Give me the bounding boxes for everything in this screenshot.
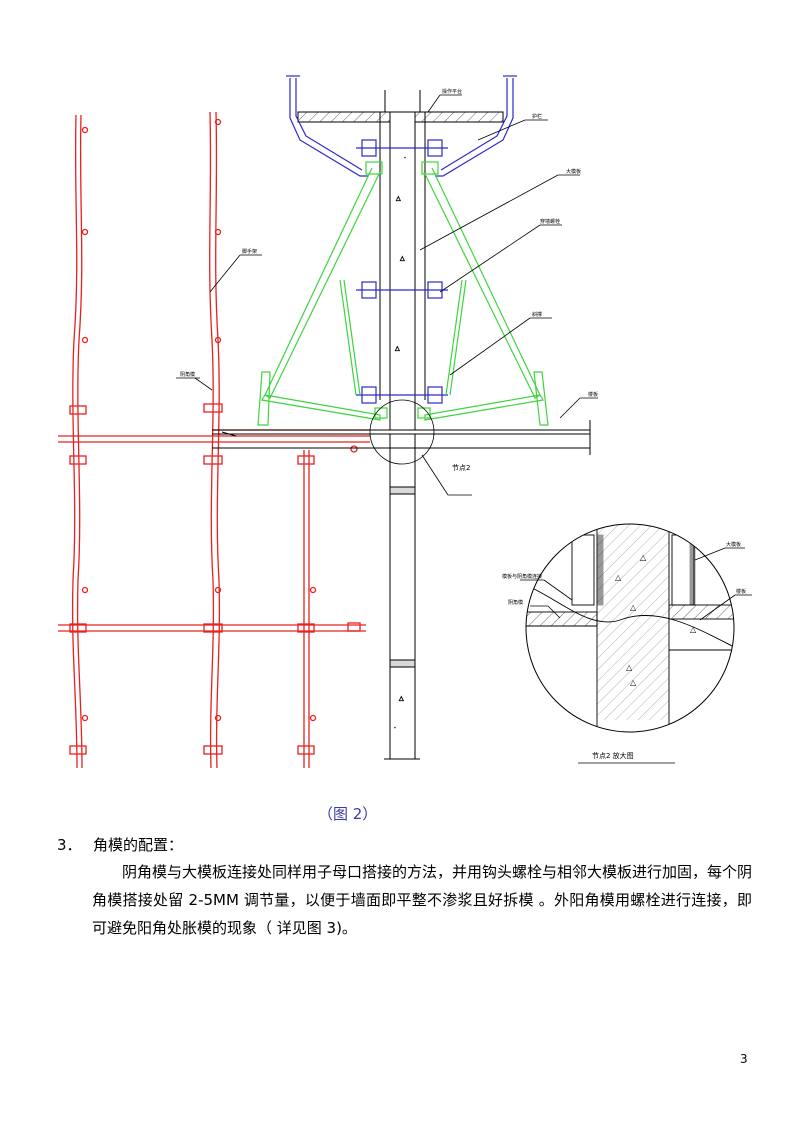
svg-text:△: △ bbox=[630, 678, 637, 687]
guardrail bbox=[286, 75, 517, 404]
svg-text:·: · bbox=[404, 155, 406, 162]
detail-label-slab: 楼板 bbox=[736, 588, 746, 595]
figure-caption: （图 2） bbox=[318, 805, 378, 823]
svg-text:·: · bbox=[394, 725, 396, 732]
label-wall-angle: 阴角模 bbox=[180, 371, 195, 378]
svg-text:△: △ bbox=[640, 553, 647, 562]
paragraph-text: 阴角模与大模板连接处同样用子母口搭接的方法，并用钩头螺栓与相邻大模板进行加固，每… bbox=[92, 863, 753, 937]
construction-drawing: △ △ △ △ · · bbox=[58, 75, 752, 769]
label-wall-bolt: 穿墙螺栓 bbox=[540, 218, 560, 225]
concrete-wall: △ △ △ △ · · bbox=[379, 111, 426, 760]
label-node: 节点2 bbox=[452, 464, 470, 472]
svg-text:△: △ bbox=[396, 195, 401, 202]
detail-label-connection: 模板与阴角模连接 bbox=[502, 573, 542, 580]
label-guardrail: 护栏 bbox=[532, 113, 542, 120]
detail-title: 节点2 放大图 bbox=[592, 751, 634, 760]
detail-label-wall-angle: 阴角模 bbox=[508, 599, 523, 606]
section-title: 角模的配置： bbox=[93, 836, 184, 854]
label-big-form: 大模板 bbox=[566, 168, 581, 175]
label-floor-slab: 楼板 bbox=[588, 391, 598, 398]
svg-text:△: △ bbox=[615, 573, 622, 582]
svg-text:△: △ bbox=[400, 255, 405, 262]
svg-text:△: △ bbox=[690, 625, 697, 634]
brace bbox=[257, 161, 549, 426]
section-number: 3． bbox=[57, 836, 82, 854]
label-brace: 斜撑 bbox=[532, 311, 542, 318]
body-paragraph: 阴角模与大模板连接处同样用子母口搭接的方法，并用钩头螺栓与相邻大模板进行加固，每… bbox=[92, 858, 752, 942]
label-top-platform: 操作平台 bbox=[442, 88, 462, 95]
detail-view: △ △ △ △ △ △ 模板与阴角模连接 阴角模 大模板 楼板 节点2 放大图 bbox=[502, 523, 752, 764]
svg-text:△: △ bbox=[630, 603, 637, 612]
detail-label-big-form: 大模板 bbox=[726, 541, 741, 548]
page-number: 3 bbox=[740, 1052, 748, 1066]
section-heading: 3． 角模的配置： bbox=[57, 834, 183, 855]
svg-text:△: △ bbox=[395, 345, 400, 352]
svg-text:△: △ bbox=[399, 695, 404, 702]
leader-lines bbox=[176, 94, 598, 496]
label-scaffold: 脚手架 bbox=[242, 248, 257, 255]
svg-text:△: △ bbox=[626, 663, 633, 672]
floor-slab bbox=[212, 420, 591, 455]
scaffold-frame bbox=[58, 111, 370, 769]
top-platform bbox=[297, 90, 504, 123]
